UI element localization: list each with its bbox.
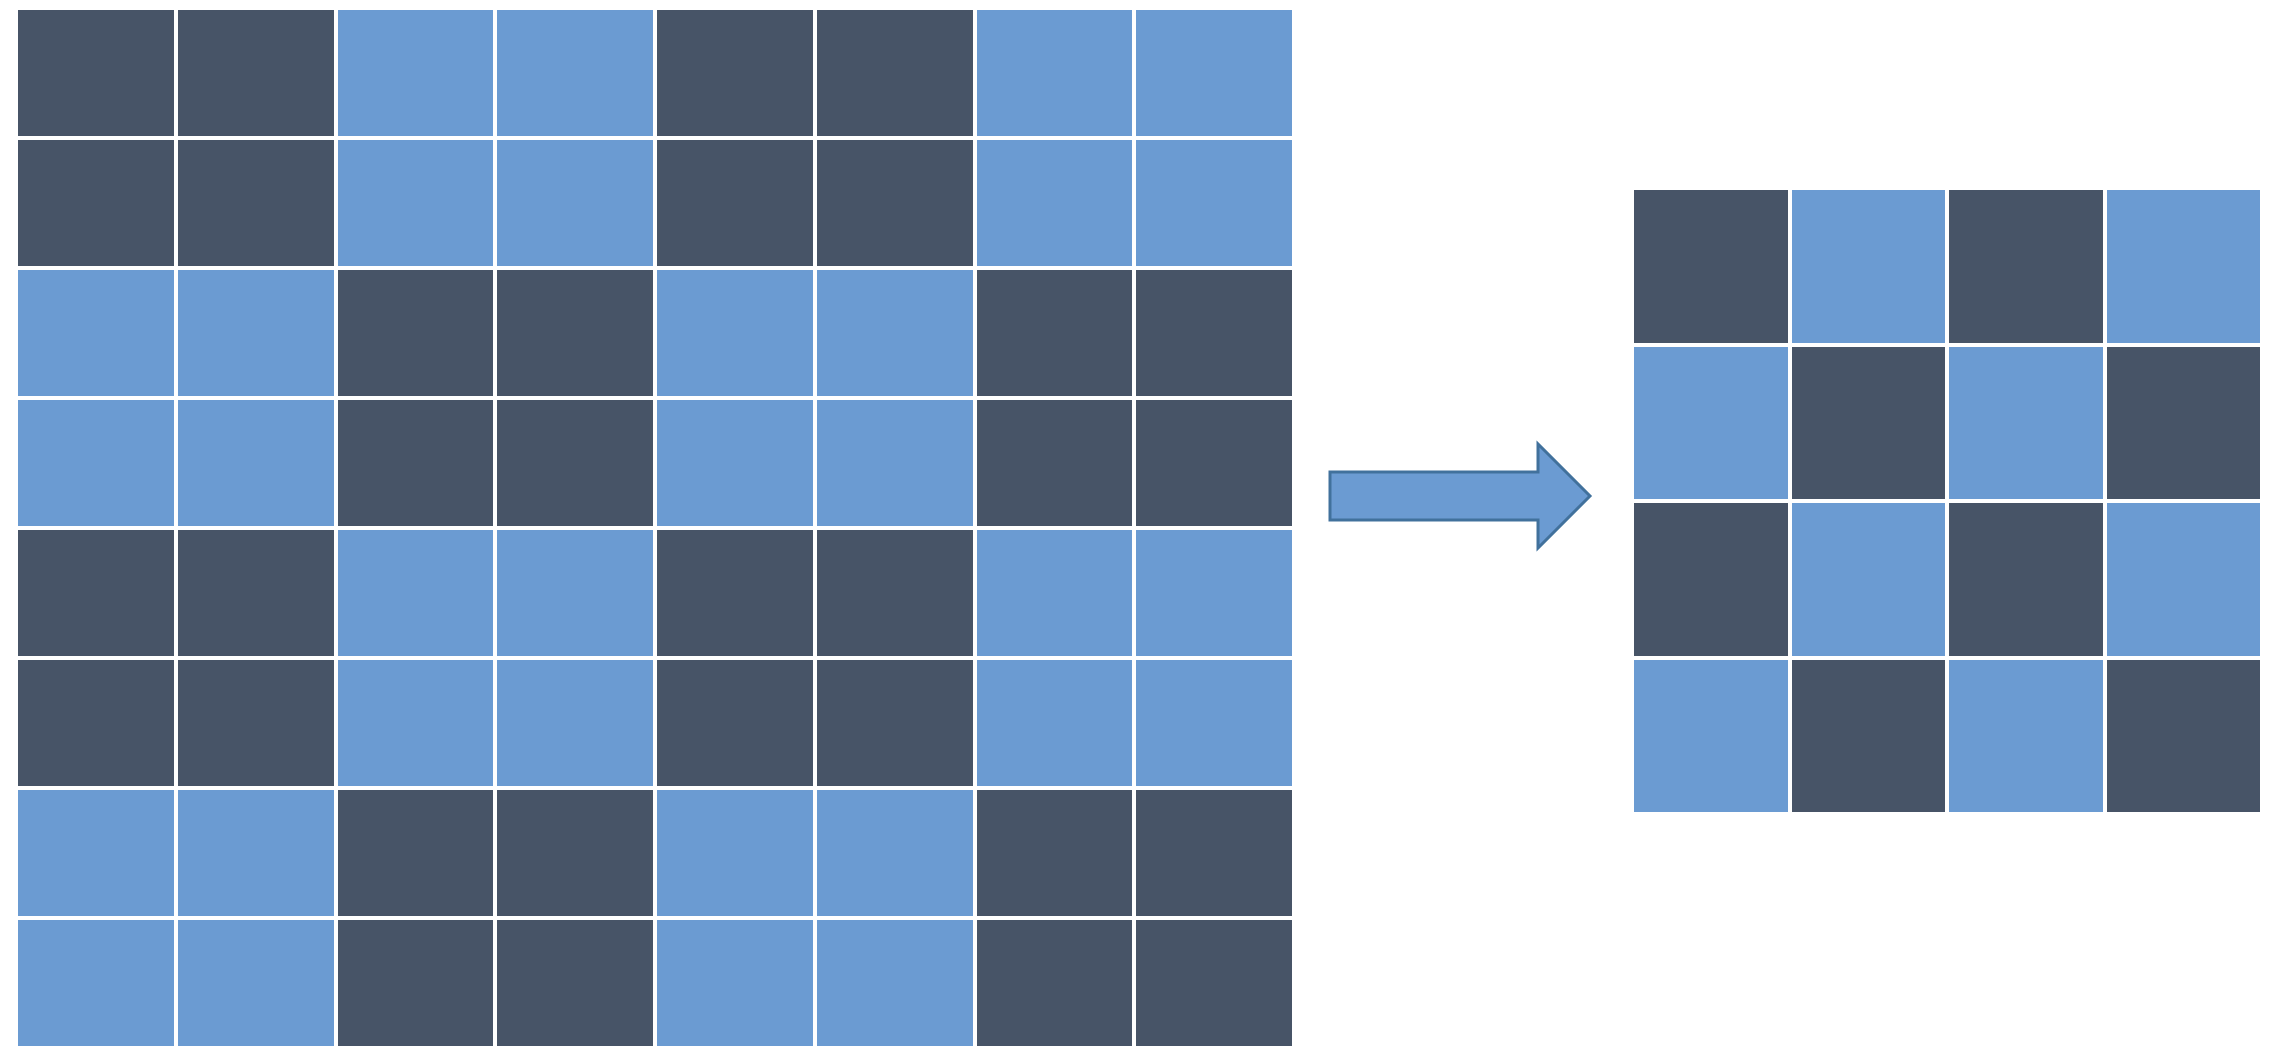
grid-cell-dark: [657, 140, 813, 266]
grid-cell-light: [816, 790, 973, 916]
grid-cell-dark: [1949, 190, 2103, 343]
grid-cell-dark: [2106, 346, 2260, 499]
grid-cell-light: [1634, 346, 1788, 499]
grid-cell-light: [657, 790, 813, 916]
grid-cell-light: [18, 790, 174, 916]
grid-cell-light: [2106, 503, 2260, 656]
right-arrow-icon: [1328, 440, 1593, 552]
grid-cell-dark: [497, 270, 653, 396]
arrow-shape: [1328, 440, 1593, 552]
grid-cell-dark: [976, 920, 1133, 1046]
grid-cell-dark: [18, 660, 174, 786]
grid-cell-dark: [337, 790, 494, 916]
grid-cell-dark: [18, 530, 174, 656]
grid-cell-dark: [1634, 503, 1788, 656]
grid-cell-light: [816, 400, 973, 526]
grid-cell-light: [18, 270, 174, 396]
grid-cell-light: [1634, 659, 1788, 812]
grid-cell-light: [1791, 503, 1945, 656]
grid-cell-light: [337, 530, 494, 656]
grid-cell-dark: [816, 10, 973, 136]
grid-cell-dark: [657, 530, 813, 656]
grid-cell-light: [1949, 659, 2103, 812]
grid-cell-dark: [657, 660, 813, 786]
grid-cell-light: [337, 140, 494, 266]
grid-cell-light: [657, 920, 813, 1046]
grid-cell-dark: [1136, 270, 1292, 396]
grid-cell-dark: [976, 270, 1133, 396]
grid-cell-dark: [177, 10, 334, 136]
grid-cell-light: [177, 270, 334, 396]
grid-cell-dark: [657, 10, 813, 136]
grid-cell-light: [18, 920, 174, 1046]
grid-cell-light: [657, 400, 813, 526]
grid-cell-light: [1949, 346, 2103, 499]
grid-cell-light: [1136, 660, 1292, 786]
grid-cell-light: [976, 140, 1133, 266]
grid-cell-dark: [1949, 503, 2103, 656]
output-grid-4x4: [1634, 190, 2260, 812]
grid-cell-dark: [177, 530, 334, 656]
grid-cell-dark: [2106, 659, 2260, 812]
grid-cell-light: [816, 270, 973, 396]
grid-cell-dark: [1136, 920, 1292, 1046]
grid-cell-light: [18, 400, 174, 526]
grid-cell-dark: [497, 790, 653, 916]
grid-cell-light: [177, 400, 334, 526]
grid-cell-dark: [337, 920, 494, 1046]
grid-cell-light: [497, 10, 653, 136]
grid-cell-dark: [1136, 400, 1292, 526]
grid-cell-dark: [177, 140, 334, 266]
grid-cell-light: [177, 790, 334, 916]
grid-cell-light: [337, 10, 494, 136]
grid-cell-light: [497, 530, 653, 656]
grid-cell-light: [976, 530, 1133, 656]
grid-cell-dark: [816, 660, 973, 786]
grid-cell-dark: [177, 660, 334, 786]
grid-cell-light: [1136, 530, 1292, 656]
grid-cell-dark: [497, 920, 653, 1046]
input-grid-8x8: [18, 10, 1292, 1046]
grid-cell-dark: [976, 400, 1133, 526]
grid-cell-light: [2106, 190, 2260, 343]
grid-cell-light: [1136, 140, 1292, 266]
grid-cell-dark: [337, 270, 494, 396]
grid-cell-light: [177, 920, 334, 1046]
grid-cell-light: [657, 270, 813, 396]
grid-cell-dark: [1136, 790, 1292, 916]
grid-cell-dark: [1791, 659, 1945, 812]
grid-cell-light: [976, 10, 1133, 136]
grid-cell-light: [337, 660, 494, 786]
grid-cell-dark: [18, 140, 174, 266]
grid-cell-dark: [1791, 346, 1945, 499]
grid-cell-dark: [18, 10, 174, 136]
grid-cell-light: [497, 140, 653, 266]
grid-cell-dark: [976, 790, 1133, 916]
grid-cell-dark: [816, 530, 973, 656]
grid-cell-dark: [497, 400, 653, 526]
grid-cell-dark: [816, 140, 973, 266]
grid-cell-light: [816, 920, 973, 1046]
grid-cell-dark: [1634, 190, 1788, 343]
grid-cell-light: [1136, 10, 1292, 136]
grid-cell-light: [1791, 190, 1945, 343]
grid-cell-light: [976, 660, 1133, 786]
grid-cell-dark: [337, 400, 494, 526]
grid-cell-light: [497, 660, 653, 786]
